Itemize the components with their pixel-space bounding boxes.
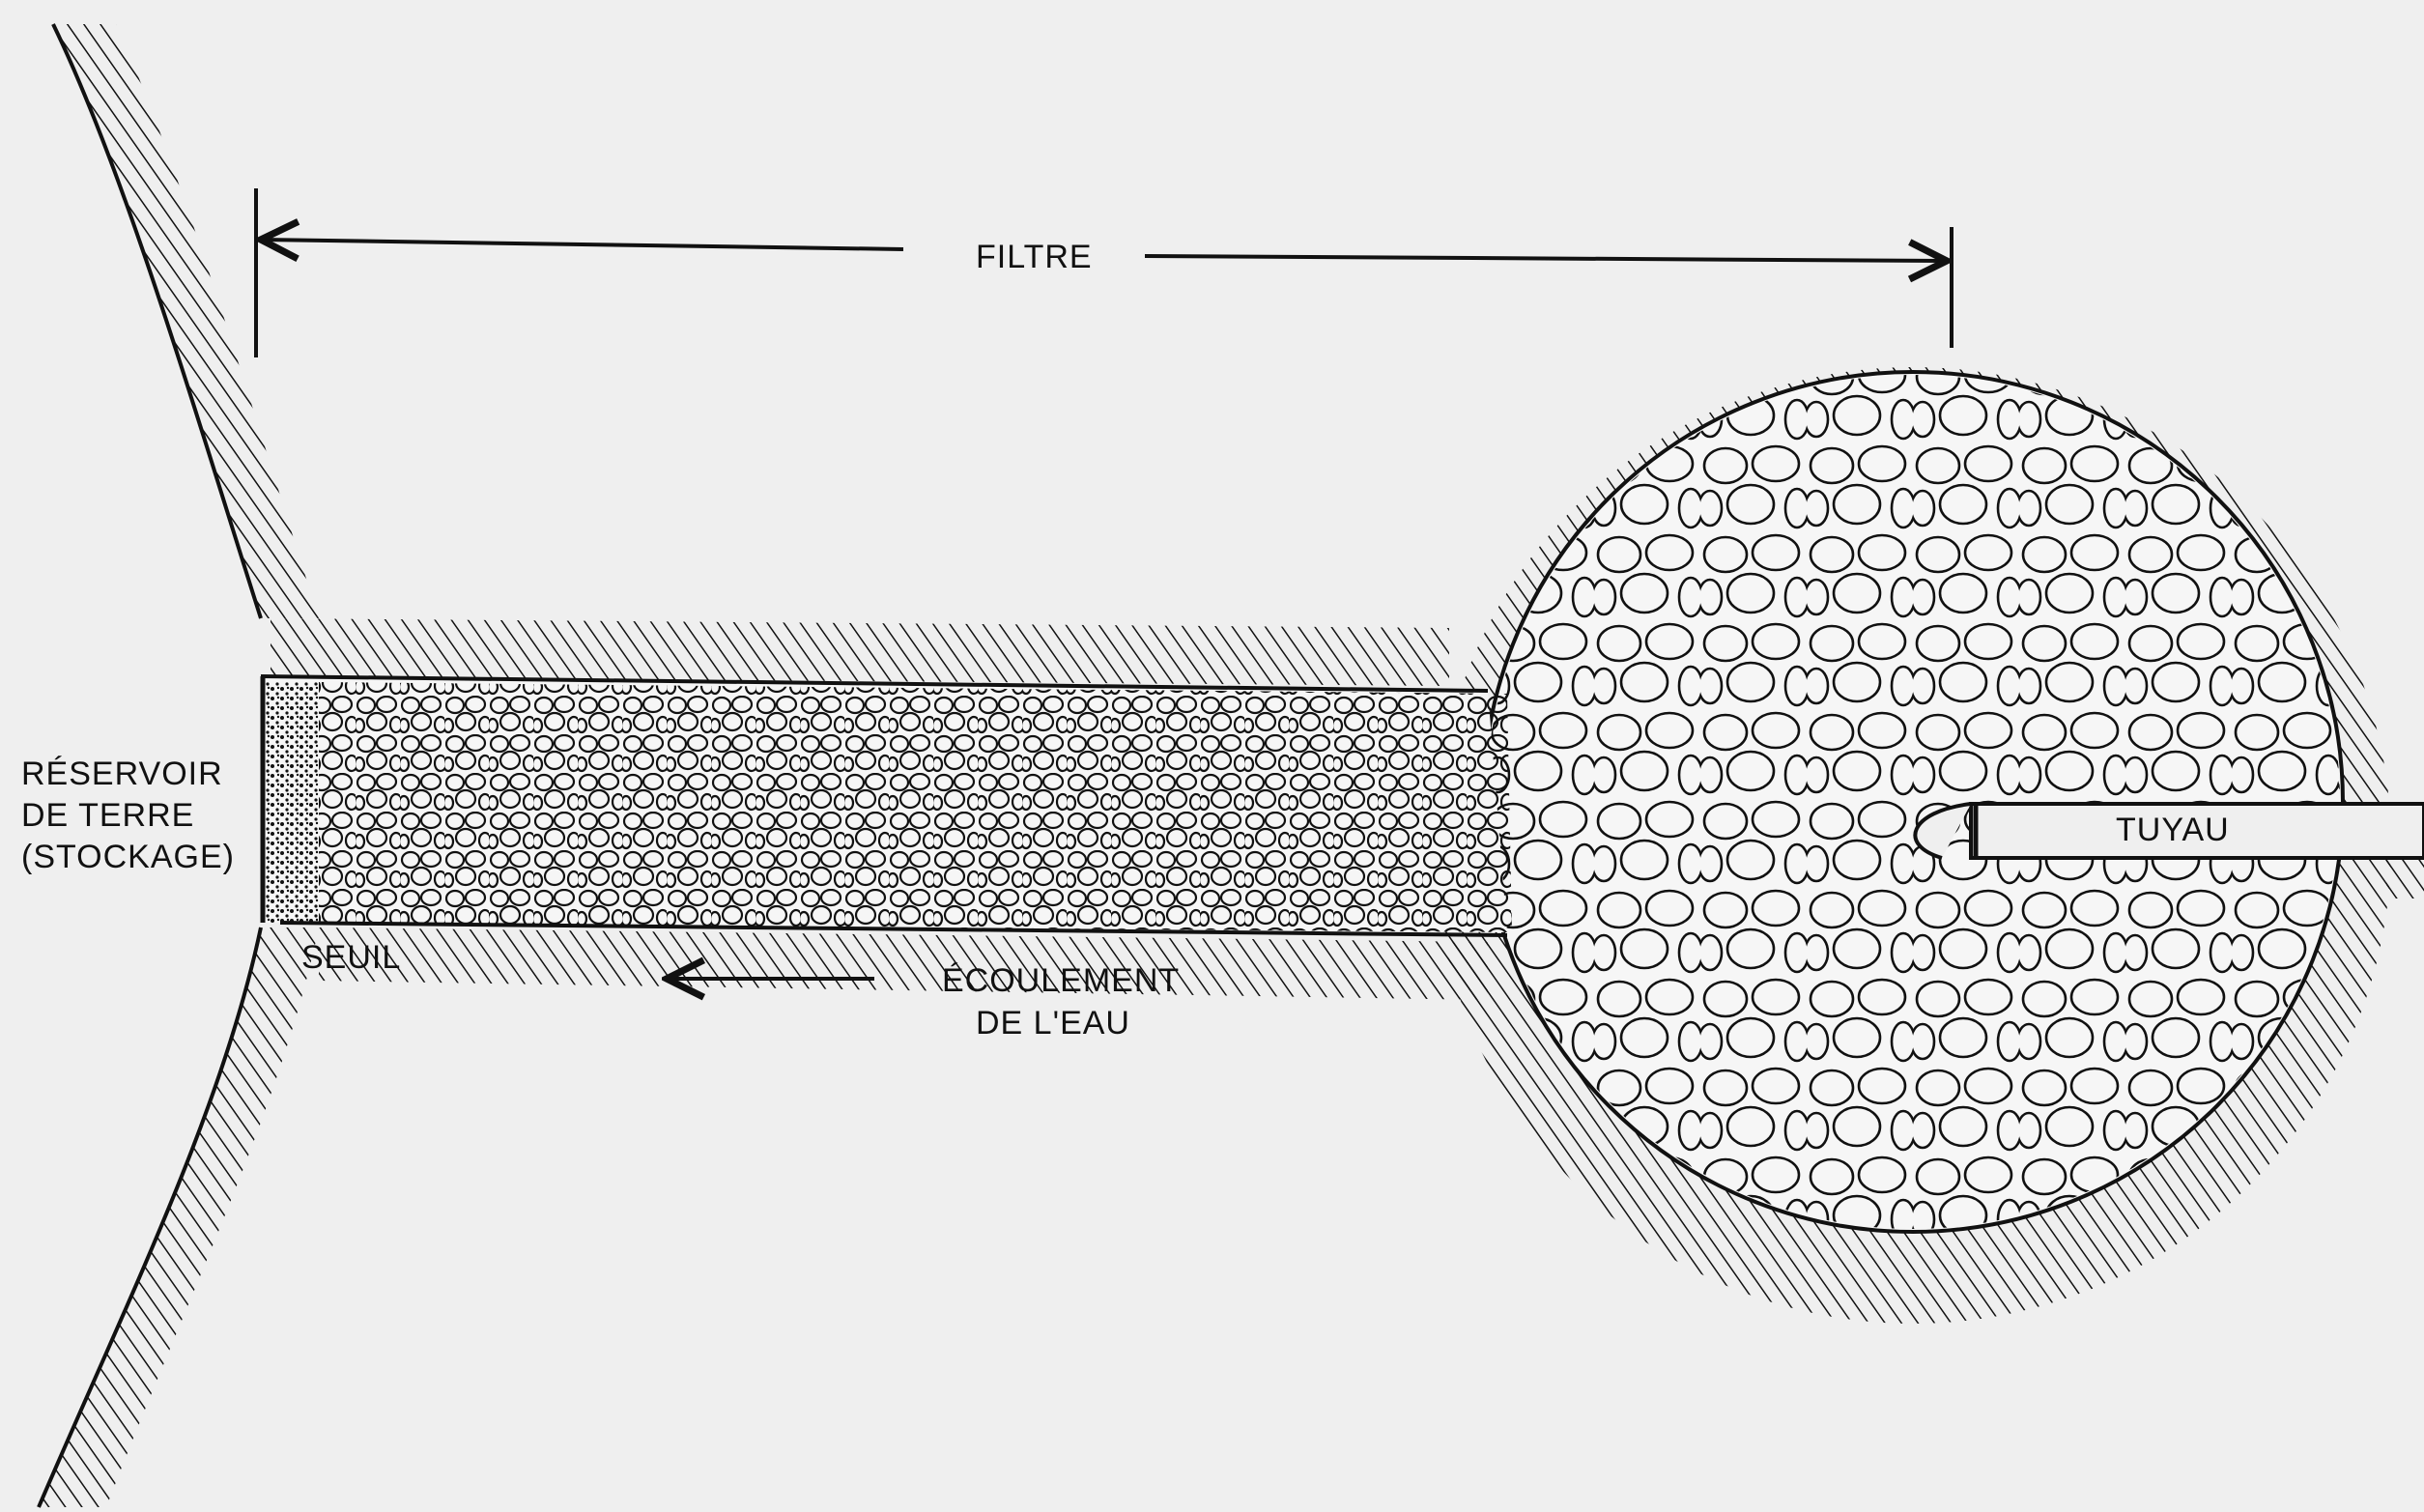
reservoir-label-2: DE TERRE — [21, 797, 194, 834]
flow-label-2: DE L'EAU — [976, 1005, 1130, 1041]
filter-channel — [261, 676, 1512, 935]
reservoir-label-3: (STOCKAGE) — [21, 839, 235, 875]
pipe-label: TUYAU — [2116, 812, 2230, 848]
filter-dimension — [256, 188, 1952, 357]
flow-label-1: ÉCOULEMENT — [942, 962, 1180, 999]
sill-label: SEUIL — [301, 939, 401, 976]
reservoir-label-1: RÉSERVOIR — [21, 756, 223, 792]
filter-label: FILTRE — [976, 239, 1093, 275]
